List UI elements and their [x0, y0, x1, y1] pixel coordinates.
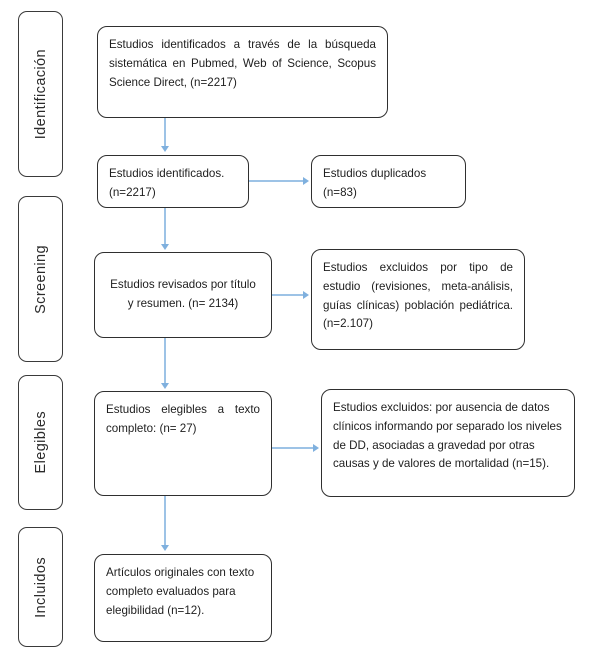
connector-total-to-screened [164, 208, 167, 247]
phase-box-screening: Screening [18, 196, 63, 362]
box-eligible-fulltext-text: Estudios elegibles a texto completo: (n=… [106, 403, 260, 435]
connector-screened-to-eligible [164, 338, 167, 386]
arrowhead-screened-to-eligible [160, 383, 169, 389]
box-duplicates: Estudios duplicados (n=83) [311, 155, 466, 208]
connector-total-to-duplicates [249, 180, 304, 183]
connector-identified-to-total [164, 118, 167, 149]
box-duplicates-line2: (n=83) [323, 185, 357, 199]
arrowhead-identified-to-total [160, 146, 169, 152]
box-screened: Estudios revisados por título y resumen.… [94, 252, 272, 338]
arrowhead-total-to-duplicates [303, 176, 309, 185]
connector-eligible-to-included [164, 496, 167, 548]
box-included-final-text: Artículos originales con texto completo … [106, 566, 255, 617]
phase-box-incluidos: Incluidos [18, 527, 63, 647]
arrowhead-total-to-screened [160, 244, 169, 250]
box-eligible-fulltext: Estudios elegibles a texto completo: (n=… [94, 391, 272, 496]
phase-box-identificacion: Identificación [18, 11, 63, 177]
box-screened-text: Estudios revisados por título y resumen.… [110, 278, 256, 310]
box-identified-total-line2: (n=2217) [109, 185, 156, 199]
box-duplicates-line1: Estudios duplicados [323, 167, 427, 180]
connector-screened-to-excluded-type [272, 294, 304, 297]
box-excluded-data-text: Estudios excluidos: por ausencia de dato… [333, 401, 562, 471]
phase-label-elegibles: Elegibles [32, 411, 49, 474]
phase-label-incluidos: Incluidos [32, 556, 49, 618]
arrowhead-eligible-to-included [160, 545, 169, 551]
box-included-final: Artículos originales con texto completo … [94, 554, 272, 642]
phase-label-screening: Screening [32, 244, 49, 314]
box-excluded-type-text: Estudios excluidos por tipo de estudio (… [323, 261, 513, 331]
arrowhead-eligible-to-excluded-data [313, 443, 319, 452]
box-excluded-data: Estudios excluidos: por ausencia de dato… [321, 389, 575, 497]
phase-box-elegibles: Elegibles [18, 375, 63, 510]
box-excluded-type: Estudios excluidos por tipo de estudio (… [311, 249, 525, 350]
phase-label-identificacion: Identificación [32, 48, 49, 140]
box-identified-sources-text: Estudios identificados a través de la bú… [109, 38, 376, 89]
arrowhead-screened-to-excluded-type [303, 290, 309, 299]
box-identified-sources: Estudios identificados a través de la bú… [97, 26, 388, 118]
connector-eligible-to-excluded-data [272, 447, 314, 450]
box-identified-total: Estudios identificados. (n=2217) [97, 155, 249, 208]
box-identified-total-line1: Estudios identificados. [109, 167, 225, 180]
